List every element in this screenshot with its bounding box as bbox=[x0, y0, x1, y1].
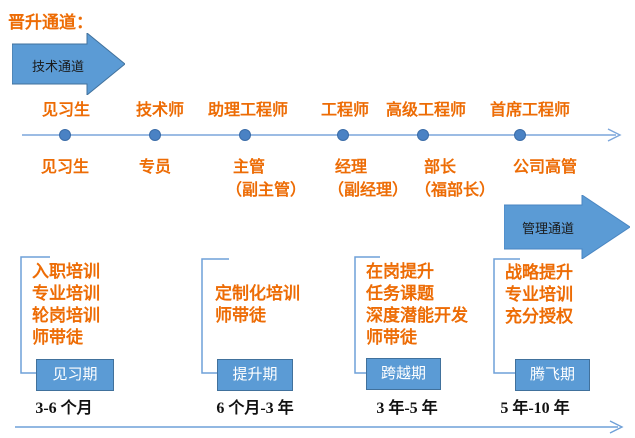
phase-items-list: 在岗提升 任务课题 深度潜能开发 师带徒 bbox=[366, 261, 468, 349]
phase-items-list: 入职培训 专业培训 轮岗培训 师带徒 bbox=[32, 261, 100, 349]
mgmt-stage-line1: 经理 bbox=[335, 159, 368, 176]
mgmt-stage-line2: （副经理） bbox=[328, 182, 409, 199]
bottom-time-axis bbox=[15, 420, 624, 434]
phase-item: 师带徒 bbox=[32, 328, 83, 347]
mgmt-stage-label: 见习生 bbox=[25, 156, 105, 179]
mgmt-stage-line1: 主管 bbox=[233, 159, 266, 176]
mgmt-stage-line2: （副主管） bbox=[226, 182, 307, 199]
tech-stage-label: 见习生 bbox=[41, 102, 90, 119]
phase-bracket bbox=[20, 256, 50, 374]
phase-item: 入职培训 bbox=[32, 262, 100, 281]
period-box: 跨越期 bbox=[366, 358, 441, 390]
timeline-arrowhead-icon bbox=[607, 128, 622, 142]
duration-label: 3-6 个月 bbox=[35, 400, 93, 417]
duration-label: 5 年-10 年 bbox=[500, 400, 570, 417]
mgmt-stage-line1: 公司高管 bbox=[512, 159, 577, 176]
phase-item: 深度潜能开发 bbox=[366, 306, 468, 325]
page-title: 晋升通道： bbox=[8, 13, 93, 32]
period-box: 见习期 bbox=[36, 359, 114, 391]
stage-dot bbox=[59, 129, 71, 141]
mgmt-stage-line1: 专员 bbox=[138, 159, 171, 176]
phase-bracket bbox=[201, 258, 229, 374]
phase-item: 专业培训 bbox=[505, 285, 573, 304]
stage-dot bbox=[514, 129, 526, 141]
mgmt-stage-line2: （福部长） bbox=[415, 182, 496, 199]
period-box: 腾飞期 bbox=[515, 359, 590, 391]
phase-item: 任务课题 bbox=[366, 284, 434, 303]
mgmt-stage-label: 公司高管 bbox=[495, 156, 595, 179]
technical-channel-label: 技术通道 bbox=[31, 59, 84, 74]
phase-items-list: 战略提升 专业培训 充分授权 bbox=[505, 262, 573, 328]
management-channel-arrow-icon bbox=[504, 195, 630, 259]
technical-channel-arrow-icon bbox=[12, 33, 125, 95]
mgmt-stage-label: 专员 bbox=[115, 156, 195, 179]
career-timeline bbox=[22, 128, 622, 142]
phase-item: 师带徒 bbox=[215, 306, 266, 325]
phase-bracket bbox=[354, 256, 380, 374]
tech-stage-label: 高级工程师 bbox=[385, 102, 466, 119]
stage-dot bbox=[149, 129, 161, 141]
phase-item: 定制化培训 bbox=[215, 284, 300, 303]
mgmt-stage-label: 经理 （副经理） bbox=[328, 156, 438, 202]
time-axis-arrowhead-icon bbox=[609, 420, 624, 434]
phase-item: 充分授权 bbox=[505, 307, 573, 326]
phase-item: 在岗提升 bbox=[366, 262, 434, 281]
phase-item: 专业培训 bbox=[32, 284, 100, 303]
phase-bracket bbox=[493, 258, 520, 374]
management-channel-label: 管理通道 bbox=[521, 221, 574, 236]
tech-stage-label: 工程师 bbox=[320, 102, 369, 119]
mgmt-stage-line1: 见习生 bbox=[40, 159, 89, 176]
tech-stage-label: 技术师 bbox=[135, 102, 184, 119]
stage-dot bbox=[337, 129, 349, 141]
phase-item: 轮岗培训 bbox=[32, 306, 100, 325]
period-box: 提升期 bbox=[217, 359, 293, 391]
mgmt-stage-label: 主管 （副主管） bbox=[226, 156, 336, 202]
phase-item: 师带徒 bbox=[366, 328, 417, 347]
tech-stage-label: 助理工程师 bbox=[207, 102, 288, 119]
duration-label: 6 个月-3 年 bbox=[216, 400, 294, 417]
stage-dot bbox=[417, 129, 429, 141]
tech-stage-label: 首席工程师 bbox=[489, 102, 570, 119]
phase-items-list: 定制化培训 师带徒 bbox=[215, 283, 300, 327]
mgmt-stage-line1: 部长 bbox=[424, 159, 457, 176]
mgmt-stage-label: 部长 （福部长） bbox=[415, 156, 525, 202]
duration-label: 3 年-5 年 bbox=[376, 400, 438, 417]
stage-dot bbox=[239, 129, 251, 141]
phase-item: 战略提升 bbox=[505, 263, 573, 282]
